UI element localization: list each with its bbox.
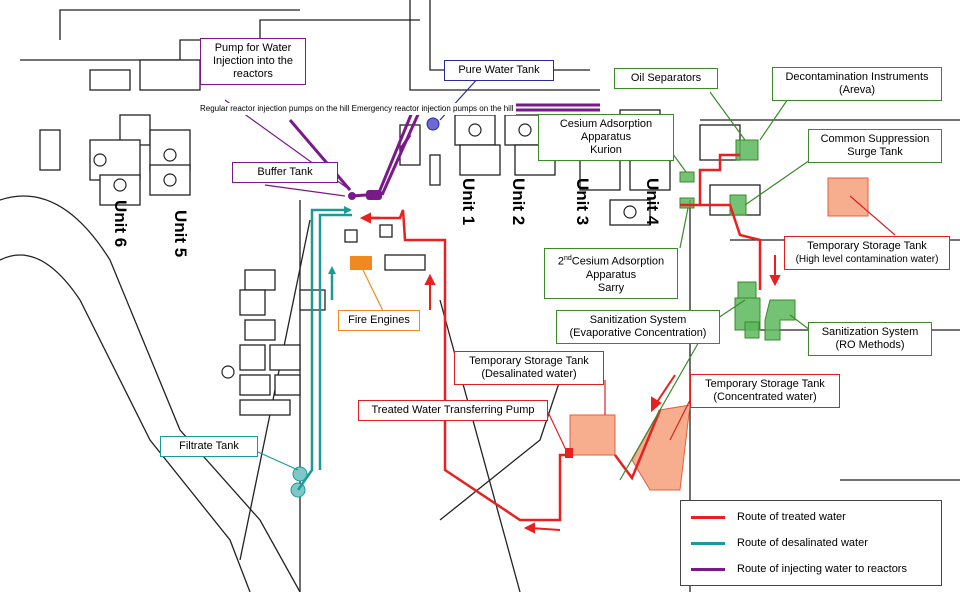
temp-high-label: Temporary Storage Tank (High level conta… [784,236,950,270]
buffer-tank-label: Buffer Tank [232,162,338,183]
oil-separators-label: Oil Separators [614,68,718,89]
desalinated-water-route [296,208,352,491]
pure-water-tank-marker [426,117,440,131]
legend-item-desalinated: Route of desalinated water [691,535,868,551]
filtrate-tank-label: Filtrate Tank [160,436,258,457]
pure-water-tank-label: Pure Water Tank [444,60,554,81]
legend-label-desalinated: Route of desalinated water [737,537,868,549]
sanitization-evap-label: Sanitization System (Evaporative Concent… [556,310,720,344]
legend: Route of treated water Route of desalina… [680,500,942,586]
transfer-pump-marker [565,448,573,458]
decontamination-label: Decontamination Instruments (Areva) [772,67,942,101]
legend-swatch-injection [691,567,725,571]
nd-superscript: nd [564,255,572,262]
buildings [39,59,761,416]
unit-2-label: Unit 2 [509,178,528,226]
treated-water-route [368,153,762,522]
legend-item-treated: Route of treated water [691,509,846,525]
pump-notes: Regular reactor injection pumps on the h… [198,103,516,115]
filtrate-tank-marker [292,466,308,482]
temp-desal-label: Temporary Storage Tank (Desalinated wate… [454,351,604,385]
sanitization-ro-label: Sanitization System (RO Methods) [808,322,932,356]
unit-6-label: Unit 6 [111,200,130,248]
fire-engine-marker [350,256,372,270]
desalinated-arrows [328,206,352,274]
cesium-kurion-label: Cesium Adsorption Apparatus Kurion [538,114,674,161]
legend-label-treated: Route of treated water [737,511,846,523]
treated-water-arrows [359,212,781,534]
unit-1-label: Unit 1 [459,178,478,226]
unit-3-label: Unit 3 [573,178,592,226]
temp-conc-label: Temporary Storage Tank (Concentrated wat… [690,374,840,408]
fire-engines-label: Fire Engines [338,310,420,331]
storage-tanks [569,177,869,491]
legend-swatch-treated [691,515,725,519]
transfer-pump-label: Treated Water Transferring Pump [358,400,548,421]
unit-4-label: Unit 4 [643,178,662,226]
unit-5-label: Unit 5 [171,210,190,258]
pump-injection-label: Pump for Water Injection into the reacto… [200,38,306,85]
cesium-sarry-label: 2ndCesium Adsorption Apparatus Sarry [544,248,678,299]
legend-item-injection: Route of injecting water to reactors [691,561,907,577]
legend-label-injection: Route of injecting water to reactors [737,563,907,575]
common-suppression-label: Common Suppression Surge Tank [808,129,942,163]
legend-swatch-desalinated [691,541,725,545]
equipment-markers [679,139,796,341]
